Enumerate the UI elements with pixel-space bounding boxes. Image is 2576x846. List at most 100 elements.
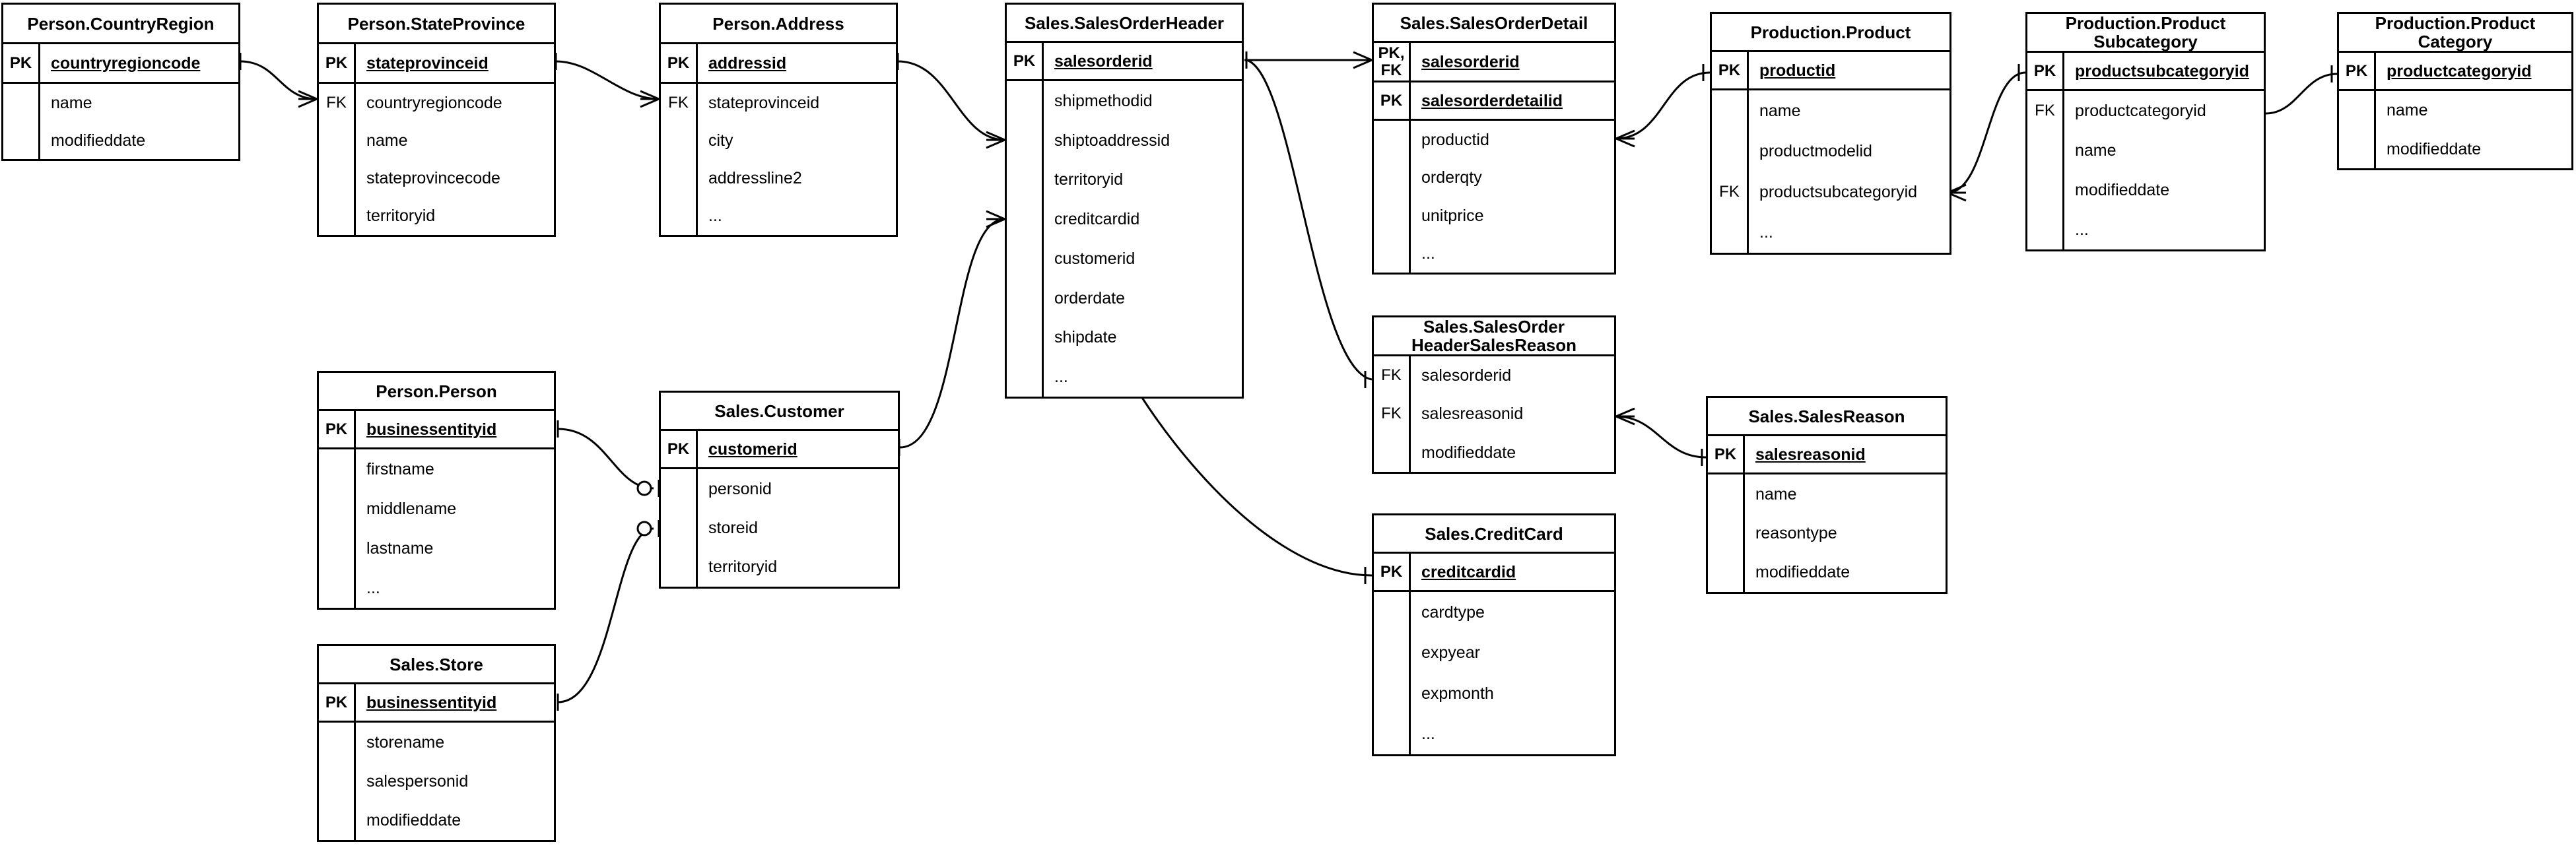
relationship-countryregion-stateprovince bbox=[239, 53, 318, 108]
attribute-name: shiptoaddressid bbox=[1054, 131, 1170, 150]
entity-sales-creditcard[interactable]: Sales.CreditCard PK creditcardid cardtyp… bbox=[1372, 513, 1616, 756]
attribute-key-label: PK bbox=[1708, 436, 1745, 472]
attribute-row[interactable]: PK, FK salesorderid bbox=[1374, 43, 1614, 81]
attribute-row[interactable]: PK creditcardid bbox=[1374, 554, 1614, 590]
entity-person-address[interactable]: Person.Address PK addressid FK stateprov… bbox=[659, 3, 898, 237]
attribute-name: name bbox=[1759, 101, 1801, 120]
entity-sales-salesreason[interactable]: Sales.SalesReason PK salesreasonid name … bbox=[1706, 396, 1948, 594]
attribute-key-label: PK bbox=[661, 431, 698, 467]
entity-sales-salesorderheadersalesreason[interactable]: Sales.SalesOrder HeaderSalesReason FK FK… bbox=[1372, 315, 1616, 474]
entity-sales-store[interactable]: Sales.Store PK businessentityid storenam… bbox=[317, 644, 556, 842]
entity-production-productcategory[interactable]: Production.Product Category PK productca… bbox=[2337, 12, 2573, 170]
attribute-name: creditcardid bbox=[1421, 562, 1516, 581]
attribute-row[interactable]: PK salesorderid bbox=[1007, 43, 1242, 79]
attribute-key-label: PK, FK bbox=[1374, 43, 1411, 81]
attribute-name: salesreasonid bbox=[1755, 445, 1866, 464]
attribute-row[interactable]: PK productsubcategoryid bbox=[2027, 53, 2264, 89]
relationship-store-customer bbox=[557, 520, 660, 711]
attribute-name: productmodelid bbox=[1759, 142, 1872, 161]
attribute-row[interactable]: PK businessentityid bbox=[319, 684, 554, 721]
attribute-name: name bbox=[2387, 101, 2428, 120]
entity-person-person[interactable]: Person.Person PK businessentityid firstn… bbox=[317, 371, 556, 610]
attribute-key-label bbox=[1007, 318, 1042, 358]
entity-title: Sales.Customer bbox=[661, 393, 898, 431]
attribute-key-label bbox=[661, 508, 696, 547]
entity-key-section-secondary: PK salesorderdetailid bbox=[1374, 82, 1614, 121]
entity-sales-customer[interactable]: Sales.Customer PK customerid personid st… bbox=[659, 391, 900, 589]
attribute-key-label: PK bbox=[2339, 53, 2376, 89]
attribute-name: ... bbox=[2075, 220, 2089, 239]
attribute-key-label bbox=[1007, 278, 1042, 318]
attribute-name: shipmethodid bbox=[1054, 91, 1153, 110]
attribute-name: modifieddate bbox=[2075, 181, 2170, 199]
entity-key-section: PK stateprovinceid bbox=[319, 44, 554, 84]
attribute-row[interactable]: PK addressid bbox=[661, 44, 896, 82]
attribute-row[interactable]: PK salesreasonid bbox=[1708, 436, 1946, 472]
attribute-row[interactable]: PK customerid bbox=[661, 431, 898, 467]
entity-person-stateprovince[interactable]: Person.StateProvince PK stateprovinceid … bbox=[317, 3, 556, 237]
entity-title: Sales.SalesReason bbox=[1708, 398, 1946, 436]
attribute-key-column: FK bbox=[2027, 91, 2064, 249]
attribute-key-label bbox=[1007, 239, 1042, 278]
attribute-key-label bbox=[1374, 434, 1409, 472]
entity-production-productsubcategory[interactable]: Production.Product Subcategory PK produc… bbox=[2025, 12, 2266, 251]
attribute-row[interactable]: PK productcategoryid bbox=[2339, 53, 2571, 89]
attribute-key-label bbox=[1374, 633, 1409, 674]
attribute-name: stateprovinceid bbox=[366, 53, 489, 73]
attribute-key-label bbox=[319, 489, 354, 529]
entity-attribute-section: shipmethodid shiptoaddressid territoryid… bbox=[1007, 81, 1242, 397]
entity-key-section: PK creditcardid bbox=[1374, 554, 1614, 592]
attribute-name: countryregioncode bbox=[366, 93, 502, 112]
entity-key-section: PK businessentityid bbox=[319, 411, 554, 449]
attribute-key-label bbox=[1374, 592, 1409, 633]
relationship-product-productsubcategory bbox=[1947, 64, 2026, 202]
attribute-key-label bbox=[1374, 714, 1409, 755]
attribute-key-label bbox=[319, 529, 354, 568]
attribute-key-label: FK bbox=[2035, 102, 2055, 119]
entity-title: Person.Person bbox=[319, 373, 554, 411]
entity-attribute-section: name modifieddate bbox=[3, 84, 238, 159]
attribute-name: countryregioncode bbox=[51, 53, 201, 73]
attribute-name: ... bbox=[1759, 223, 1773, 242]
entity-title: Sales.Store bbox=[319, 646, 554, 684]
attribute-name: name bbox=[366, 131, 408, 150]
entity-title: Sales.SalesOrderDetail bbox=[1374, 5, 1614, 43]
attribute-row[interactable]: PK salesorderdetailid bbox=[1374, 82, 1614, 119]
entity-sales-salesorderdetail[interactable]: Sales.SalesOrderDetail PK, FK salesorder… bbox=[1372, 3, 1616, 275]
attribute-key-label: PK bbox=[1374, 554, 1411, 590]
attribute-name-column: salesorderid salesreasonid modifieddate bbox=[1411, 356, 1614, 472]
entity-sales-salesorderheader[interactable]: Sales.SalesOrderHeader PK salesorderid s… bbox=[1005, 3, 1244, 399]
relationship-salesreasonlink-salesreason bbox=[1615, 407, 1707, 466]
attribute-name: productcategoryid bbox=[2387, 61, 2532, 81]
entity-key-section: PK salesreasonid bbox=[1708, 436, 1946, 474]
entity-key-section: PK addressid bbox=[661, 44, 896, 84]
entity-production-product[interactable]: Production.Product PK productid FK name … bbox=[1710, 12, 1951, 255]
attribute-key-label: PK bbox=[319, 684, 356, 721]
attribute-name: creditcardid bbox=[1054, 210, 1140, 229]
attribute-key-label bbox=[3, 121, 38, 159]
attribute-name: expyear bbox=[1421, 643, 1480, 663]
entity-person-countryregion[interactable]: Person.CountryRegion PK countryregioncod… bbox=[1, 3, 240, 161]
entity-attribute-section: name reasontype modifieddate bbox=[1708, 474, 1946, 592]
attribute-key-label bbox=[319, 160, 354, 197]
entity-key-section: PK, FK salesorderid bbox=[1374, 43, 1614, 82]
relationship-salesorderheader-salesreasonlink bbox=[1246, 59, 1373, 388]
attribute-row[interactable]: PK productid bbox=[1712, 52, 1949, 88]
attribute-key-label bbox=[2339, 91, 2374, 130]
entity-title: Production.Product Subcategory bbox=[2027, 14, 2264, 53]
attribute-key-label bbox=[1712, 90, 1747, 131]
attribute-name: productcategoryid bbox=[2075, 102, 2206, 120]
attribute-key-label bbox=[2027, 210, 2062, 249]
attribute-name: salesorderid bbox=[1421, 366, 1512, 385]
attribute-key-label: PK bbox=[3, 44, 40, 82]
attribute-row[interactable]: PK businessentityid bbox=[319, 411, 554, 447]
attribute-name: unitprice bbox=[1421, 206, 1484, 225]
attribute-name: productid bbox=[1421, 130, 1489, 149]
attribute-key-label bbox=[2027, 131, 2062, 170]
attribute-row[interactable]: PK countryregioncode bbox=[3, 44, 238, 82]
attribute-name: productsubcategoryid bbox=[2075, 61, 2249, 81]
relationship-address-salesorderheader bbox=[897, 53, 1005, 149]
attribute-row[interactable]: PK stateprovinceid bbox=[319, 44, 554, 82]
attribute-key-label bbox=[2027, 170, 2062, 210]
